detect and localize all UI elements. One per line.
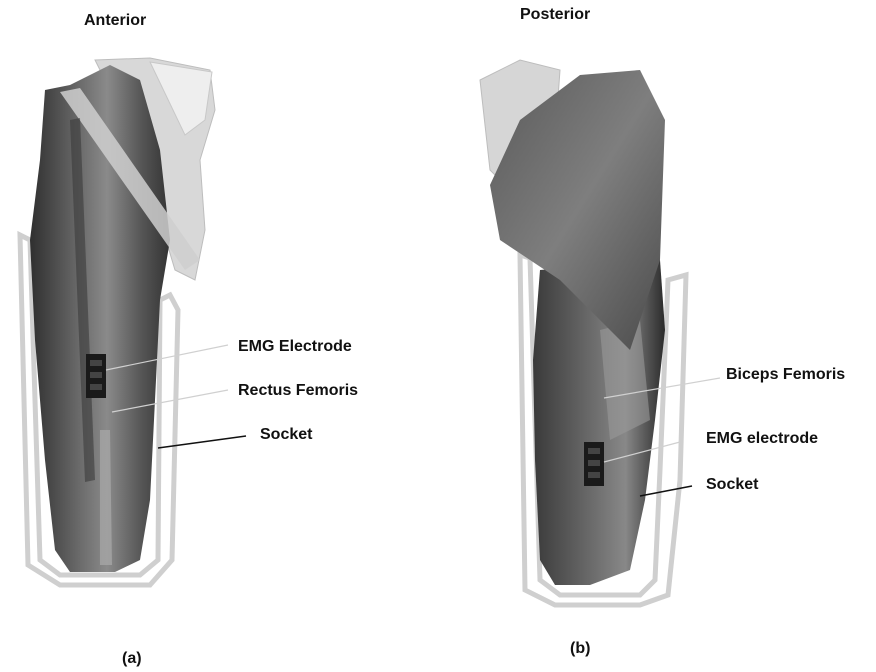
anterior-thigh-illustration xyxy=(20,58,215,585)
posterior-title: Posterior xyxy=(520,6,590,24)
biceps-femoris-label: Biceps Femoris xyxy=(726,366,845,384)
emg-electrode-label-b: EMG electrode xyxy=(706,430,818,448)
socket-label-a: Socket xyxy=(260,426,312,444)
socket-leader-b xyxy=(640,486,692,496)
rectus-femoris-label: Rectus Femoris xyxy=(238,382,358,400)
emg-electrode-label-a: EMG Electrode xyxy=(238,338,352,356)
socket-leader-a xyxy=(158,436,246,448)
caption-a: (a) xyxy=(122,650,142,668)
caption-b: (b) xyxy=(570,640,590,658)
posterior-thigh-illustration xyxy=(480,60,686,605)
anterior-title: Anterior xyxy=(84,12,146,30)
socket-label-b: Socket xyxy=(706,476,758,494)
